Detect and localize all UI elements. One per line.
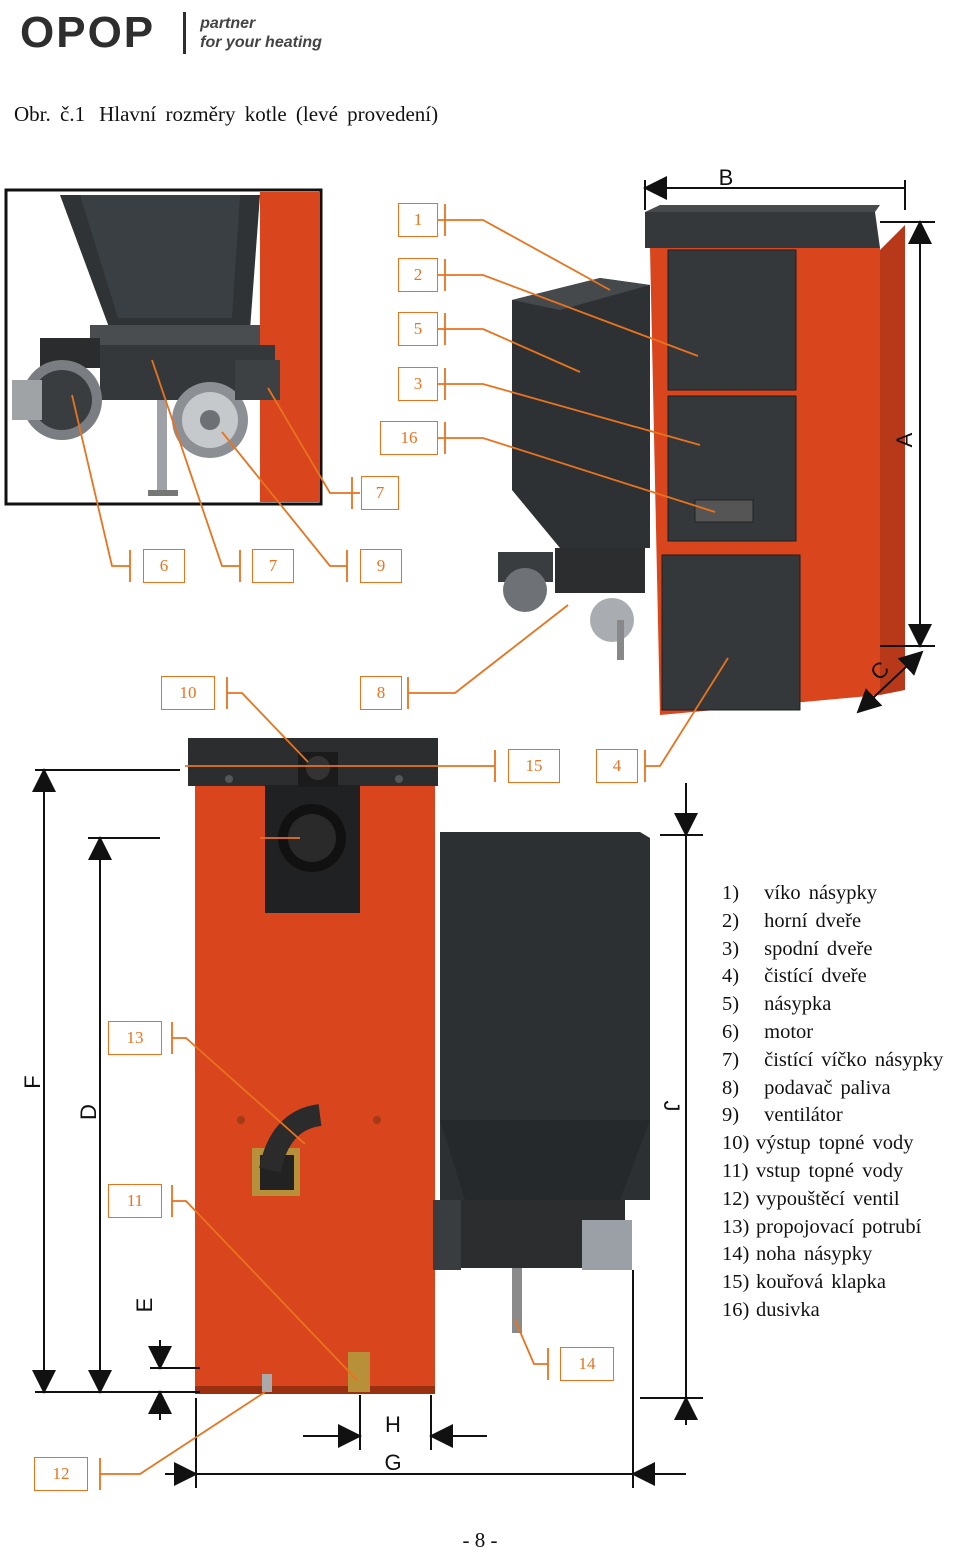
legend-item-number: 14) bbox=[722, 1243, 750, 1266]
dim-label-h: H bbox=[385, 1412, 401, 1437]
dim-label-f: F bbox=[20, 1075, 45, 1088]
logo-divider bbox=[183, 12, 187, 54]
dim-label-e: E bbox=[132, 1298, 157, 1313]
callout-14: 14 bbox=[560, 1347, 614, 1381]
legend-item-number: 5) bbox=[722, 993, 740, 1016]
logo-wordmark: OPOP bbox=[20, 8, 156, 57]
callout-4: 4 bbox=[596, 749, 638, 783]
boiler-front-photo bbox=[498, 205, 905, 715]
dim-label-a: A bbox=[892, 432, 917, 447]
callout-7-bottom: 7 bbox=[252, 549, 294, 583]
legend-item-number: 2) bbox=[722, 909, 740, 932]
callout-6: 6 bbox=[143, 549, 185, 583]
legend-item: 6) motor bbox=[722, 1019, 943, 1047]
boiler-side-photo bbox=[188, 738, 650, 1394]
legend-item: 14) noha násypky bbox=[722, 1241, 943, 1269]
legend-item-number: 11) bbox=[722, 1159, 749, 1182]
legend-item-label: výstup topné vody bbox=[756, 1132, 914, 1155]
legend-item-number: 15) bbox=[722, 1271, 750, 1294]
legend-item: 9) ventilátor bbox=[722, 1102, 943, 1130]
logo-tagline-line-2: for your heating bbox=[200, 34, 322, 51]
callout-7-top: 7 bbox=[361, 476, 399, 510]
legend-item: 8) podavač paliva bbox=[722, 1075, 943, 1103]
legend-item-number: 7) bbox=[722, 1048, 740, 1071]
legend-item-label: noha násypky bbox=[756, 1243, 873, 1266]
legend-item: 11) vstup topné vody bbox=[722, 1158, 943, 1186]
legend-item: 2) horní dveře bbox=[722, 908, 943, 936]
legend-item-label: vypouštěcí ventil bbox=[756, 1187, 900, 1210]
legend-item-label: spodní dveře bbox=[764, 937, 873, 960]
legend-item-label: ventilátor bbox=[764, 1104, 843, 1127]
legend-item: 1) víko násypky bbox=[722, 880, 943, 908]
legend-item-label: čistící dveře bbox=[764, 965, 867, 988]
legend-item-number: 3) bbox=[722, 937, 740, 960]
legend-item: 13) propojovací potrubí bbox=[722, 1214, 943, 1242]
callout-10: 10 bbox=[161, 676, 215, 710]
legend-item-number: 8) bbox=[722, 1076, 740, 1099]
dim-label-g: G bbox=[384, 1450, 401, 1475]
logo-tagline: partner for your heating bbox=[200, 14, 322, 52]
leader-lines bbox=[71, 204, 729, 1490]
legend-item: 16) dusivka bbox=[722, 1297, 943, 1325]
figure-caption: Obr. č.1 Hlavní rozměry kotle (levé prove… bbox=[14, 102, 438, 127]
legend-item: 5) násypka bbox=[722, 991, 943, 1019]
legend-item-number: 6) bbox=[722, 1020, 740, 1043]
callout-11: 11 bbox=[108, 1184, 162, 1218]
parts-legend: 1) víko násypky 2) horní dveře 3) spodní… bbox=[722, 880, 943, 1325]
callout-16: 16 bbox=[380, 421, 438, 455]
detail-photo-inset bbox=[4, 188, 323, 506]
legend-item-label: násypka bbox=[764, 993, 832, 1016]
legend-item-number: 9) bbox=[722, 1104, 740, 1127]
legend-item-number: 16) bbox=[722, 1298, 750, 1321]
callout-15: 15 bbox=[508, 749, 560, 783]
dimension-lines bbox=[32, 176, 935, 1488]
dim-label-d: D bbox=[76, 1104, 101, 1120]
legend-item: 10) výstup topné vody bbox=[722, 1130, 943, 1158]
legend-item-label: víko násypky bbox=[764, 882, 878, 904]
legend-item-number: 13) bbox=[722, 1215, 750, 1238]
callout-1: 1 bbox=[398, 203, 438, 237]
legend-item: 7) čistící víčko násypky bbox=[722, 1047, 943, 1075]
legend-item-label: čistící víčko násypky bbox=[764, 1048, 944, 1071]
brand-logo: OPOP partner for your heating bbox=[20, 8, 322, 57]
callout-13: 13 bbox=[108, 1021, 162, 1055]
callout-5: 5 bbox=[398, 312, 438, 346]
page-number: - 8 - bbox=[462, 1528, 498, 1552]
legend-item-number: 10) bbox=[722, 1132, 750, 1155]
legend-item-label: propojovací potrubí bbox=[756, 1215, 922, 1238]
dim-label-j: J bbox=[659, 1101, 684, 1112]
callout-9: 9 bbox=[360, 549, 402, 583]
legend-item-number: 4) bbox=[722, 965, 740, 988]
callout-2: 2 bbox=[398, 258, 438, 292]
dim-label-b: B bbox=[719, 165, 734, 190]
legend-item-label: podavač paliva bbox=[764, 1076, 891, 1099]
legend-item-label: kouřová klapka bbox=[756, 1271, 886, 1294]
legend-item: 12) vypouštěcí ventil bbox=[722, 1186, 943, 1214]
legend-item-label: vstup topné vody bbox=[756, 1159, 904, 1182]
legend-item: 4) čistící dveře bbox=[722, 963, 943, 991]
legend-item-label: motor bbox=[764, 1020, 814, 1043]
legend-item-number: 1) bbox=[722, 882, 740, 904]
figure-title: Hlavní rozměry kotle (levé provedení) bbox=[99, 102, 439, 126]
legend-item: 3) spodní dveře bbox=[722, 936, 943, 964]
legend-item: 15) kouřová klapka bbox=[722, 1269, 943, 1297]
legend-item-number: 12) bbox=[722, 1187, 750, 1210]
callout-8: 8 bbox=[360, 676, 402, 710]
legend-item-label: dusivka bbox=[756, 1298, 820, 1321]
logo-tagline-line-1: partner bbox=[200, 15, 256, 32]
callout-12: 12 bbox=[34, 1457, 88, 1491]
callout-3: 3 bbox=[398, 367, 438, 401]
figure-number: Obr. č.1 bbox=[14, 102, 86, 126]
legend-item-label: horní dveře bbox=[764, 909, 862, 932]
